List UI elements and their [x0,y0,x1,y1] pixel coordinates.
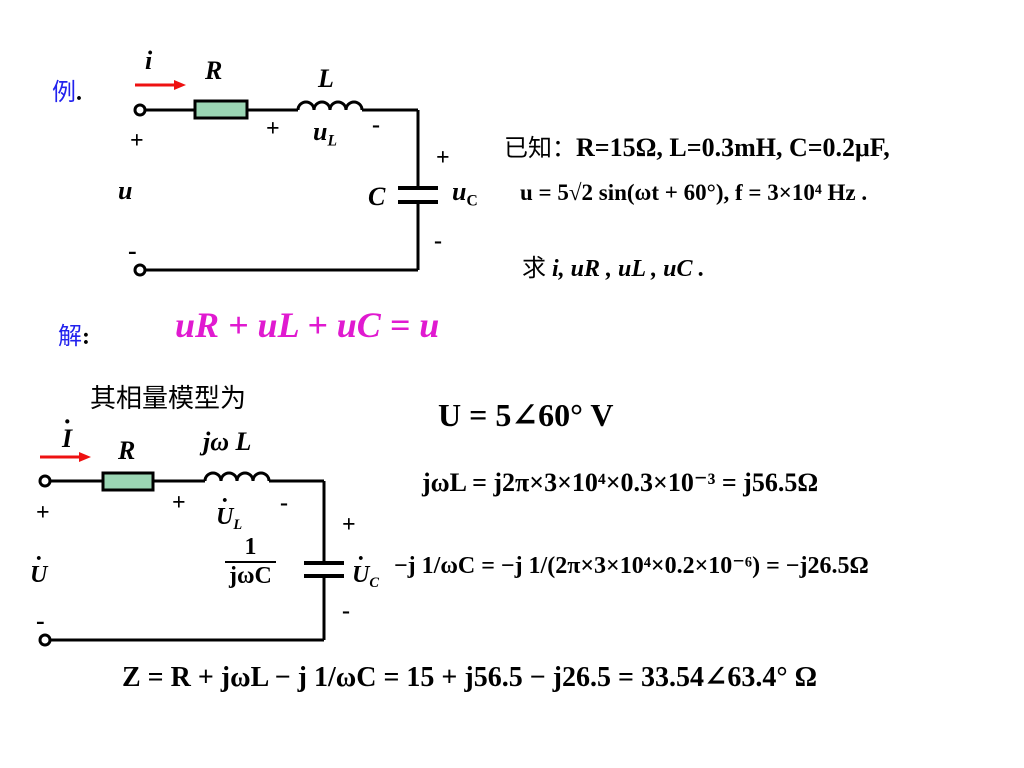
equation-inductive-reactance: jωL = j2π×3×10⁴×0.3×10⁻³ = j56.5Ω [422,468,819,497]
phasor-resistor [101,471,155,492]
uc-plus: + [436,145,450,171]
equation-impedance: Z = R + jωL − j 1/ωC = 15 + j56.5 − j26.… [122,662,818,693]
resistor-label: R [205,56,223,85]
phasor-u-minus: - [36,606,45,635]
uc-label: uC [452,177,478,210]
given-expression: u = 5√2 sin(ωt + 60°), f = 3×10⁴ Hz . [520,180,868,205]
phasor-model-title: 其相量模型为 [90,384,247,413]
given-line: 已知：R=15Ω, L=0.3mH, C=0.2μF, [504,133,890,162]
phasor-u-plus: + [36,500,50,526]
u-plus: + [130,128,144,154]
phasor-uc-minus: - [342,598,350,624]
phasor-inductor-label: jω L [203,427,252,456]
ul-minus: - [372,112,380,138]
equation-voltage-phasor: U = 5∠60° V [438,397,614,433]
ul-label: uL [313,117,337,150]
capacitor-label: C [368,182,386,211]
phasor-uc-plus: + [342,512,356,538]
phasor-u-label: U [30,562,47,589]
phasor-uc-label: UC [352,562,379,592]
top-circuit [133,99,438,277]
inductor-label: L [318,64,334,93]
phasor-ul-plus: + [172,490,186,516]
phasor-ul-minus: - [280,490,288,516]
u-label: u [118,176,133,205]
phasor-ul-label: UL [216,504,242,534]
terminal-bottom [133,263,147,277]
phasor-terminal-bottom [38,633,52,647]
terminal-top [133,103,147,117]
ul-plus: + [266,116,280,142]
uc-minus: - [434,228,442,254]
phasor-terminal-top [38,474,52,488]
resistor-r [193,99,249,120]
phasor-inductor [203,471,271,482]
kvl-equation: uR + uL + uC = u [175,305,440,345]
phasor-current-label: I [62,424,72,454]
current-arrow-top [135,80,186,90]
equation-capacitive-reactance: −j 1/ωC = −j 1/(2π×3×10⁴×0.2×10⁻⁶) = −j2… [394,553,869,579]
inductor-l [296,100,364,111]
example-label: 例. [52,80,82,106]
ask-line: 求 i, uR , uL , uC . [522,256,705,282]
phasor-resistor-label: R [118,436,136,465]
solution-label: 解: [58,324,90,350]
current-label-i: i [145,46,153,75]
phasor-circuit [38,471,344,647]
u-minus: - [128,236,137,265]
current-arrow-bottom [40,452,91,462]
